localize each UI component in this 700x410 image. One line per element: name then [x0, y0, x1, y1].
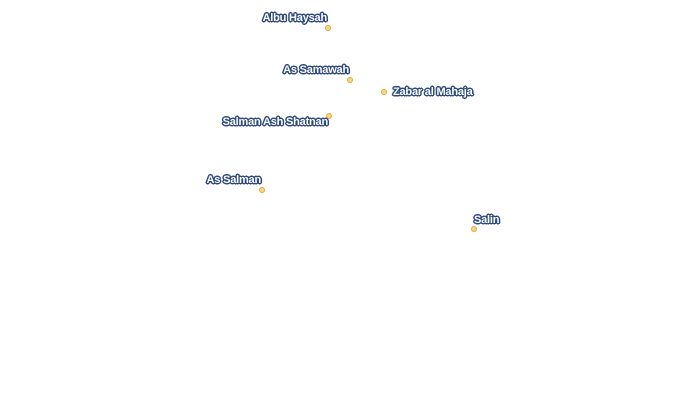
place-label: As Samawah [283, 64, 349, 76]
place-marker-icon[interactable] [325, 25, 331, 31]
place-marker-icon[interactable] [347, 77, 353, 83]
place-label: Zabar al Mahaja [393, 86, 473, 98]
place-marker-icon[interactable] [326, 113, 332, 119]
place-label: As Salman [206, 174, 262, 186]
place-label: Salin [474, 214, 500, 226]
place-marker-icon[interactable] [259, 187, 265, 193]
place-marker-icon[interactable] [471, 226, 477, 232]
place-marker-icon[interactable] [381, 89, 387, 95]
place-label: Albu Haysah [262, 12, 328, 24]
place-label: Salman Ash Shatnan [222, 116, 329, 128]
